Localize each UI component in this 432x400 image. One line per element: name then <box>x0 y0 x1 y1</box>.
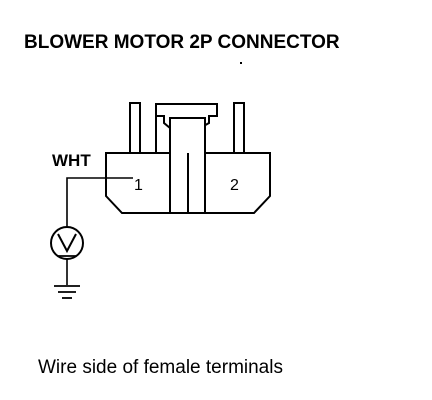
right-tab <box>233 102 245 154</box>
speck-mark <box>240 62 242 64</box>
probe-wire <box>66 177 133 227</box>
pin-2-label: 2 <box>230 177 239 194</box>
connector-body <box>105 102 271 214</box>
left-tab <box>129 102 141 154</box>
pin-1-label: 1 <box>134 177 143 194</box>
ground-icon <box>54 285 80 299</box>
diagram-caption: Wire side of female terminals <box>38 357 283 378</box>
wire-color-label: WHT <box>52 151 91 170</box>
voltmeter-icon <box>50 226 84 260</box>
diagram-title: BLOWER MOTOR 2P CONNECTOR <box>24 32 340 53</box>
